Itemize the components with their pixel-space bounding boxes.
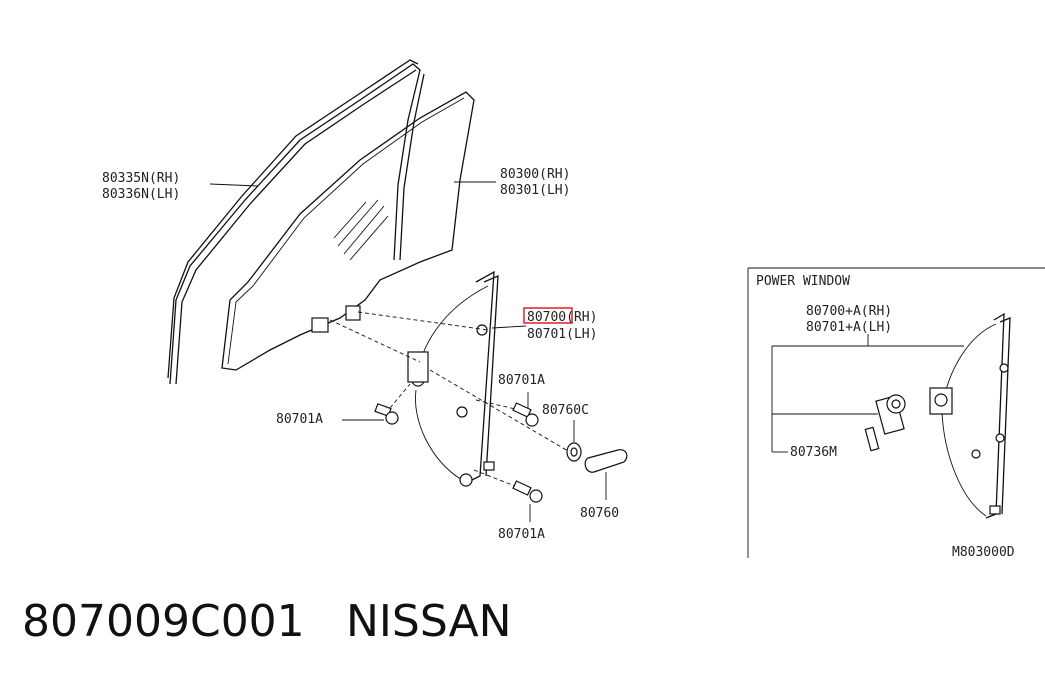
assembly-line [389, 383, 411, 409]
power-window-inset: POWER WINDOW 80700+A(RH) 80701+A(LH) 807… [747, 267, 1045, 560]
label-regulator-rh: 80700(RH) [527, 310, 597, 325]
window-handle [584, 449, 628, 473]
label-regulator-lh: 80701(LH) [527, 327, 597, 342]
door-sash-weatherstrip [167, 59, 425, 385]
window-regulator [407, 270, 499, 487]
label-handle: 80760 [580, 506, 619, 521]
label-glass-lh: 80301(LH) [500, 183, 570, 198]
inset-label-regulator-lh: 80701+A(LH) [806, 320, 892, 335]
assembly-line [429, 369, 581, 459]
assembly-line [357, 311, 489, 331]
leader-regulator [491, 325, 527, 329]
bolt-lower [512, 480, 543, 503]
inset-motor [864, 394, 906, 452]
label-glass-rh: 80300(RH) [500, 167, 570, 182]
label-handle-washer: 80760C [542, 403, 589, 418]
inset-title: POWER WINDOW [756, 274, 850, 289]
bolt-left [374, 403, 399, 425]
label-bolt-left: 80701A [276, 412, 323, 427]
inset-code: M803000D [952, 545, 1015, 560]
inset-label-regulator-rh: 80700+A(RH) [806, 304, 892, 319]
part-number: 807009C001 [22, 596, 305, 647]
door-glass [221, 91, 475, 371]
bolt-upper [512, 402, 539, 427]
assembly-line [473, 469, 521, 489]
leader-weatherstrip [209, 183, 259, 187]
label-weatherstrip-rh: 80335N(RH) [102, 171, 180, 186]
label-weatherstrip-lh: 80336N(LH) [102, 187, 180, 202]
assembly-line [475, 399, 521, 411]
inset-label-motor: 80736M [790, 445, 837, 460]
handle-washer [566, 442, 582, 462]
assembly-line [329, 319, 421, 363]
label-bolt-lower: 80701A [498, 527, 545, 542]
brand-name: NISSAN [346, 596, 512, 647]
highlight-box [523, 307, 573, 324]
label-bolt-upper: 80701A [498, 373, 545, 388]
